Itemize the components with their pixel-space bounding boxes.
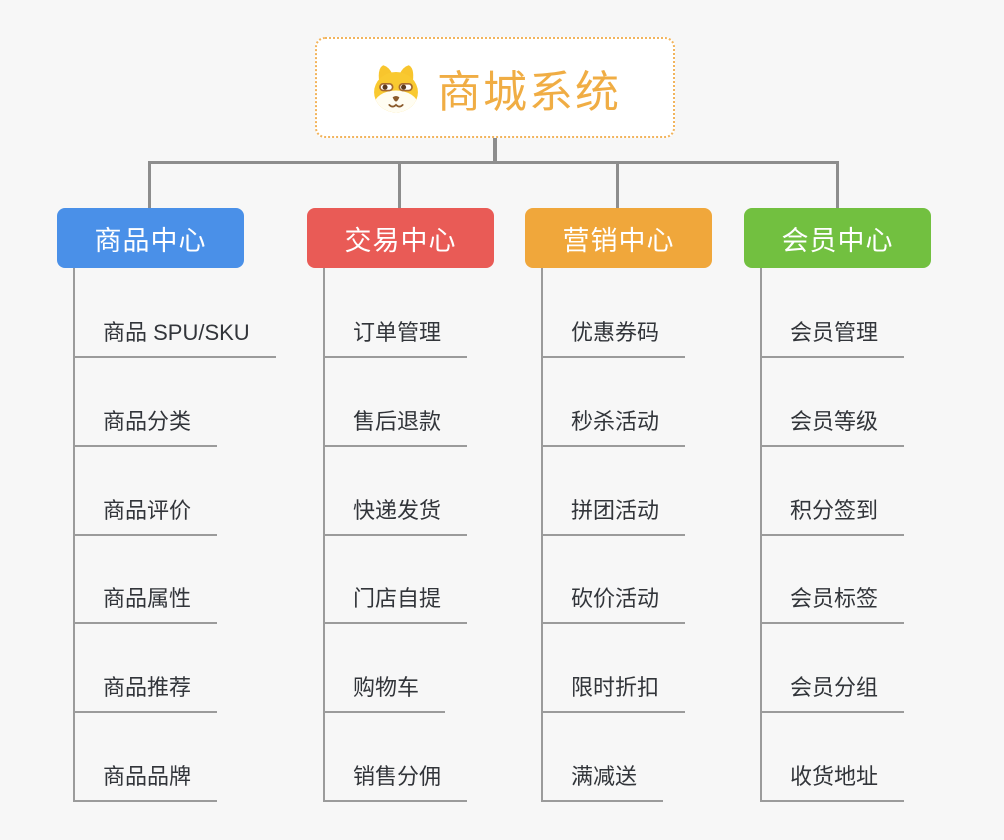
leaf-item[interactable]: 会员管理 [760, 319, 905, 358]
leaf-item[interactable]: 会员等级 [760, 408, 905, 447]
leaf-item[interactable]: 限时折扣 [541, 674, 686, 713]
connector-bus [148, 161, 839, 164]
leaf-item[interactable]: 积分签到 [760, 497, 905, 536]
leaf-item[interactable]: 会员标签 [760, 585, 905, 624]
shiba-dog-icon [374, 64, 418, 112]
leaf-item[interactable]: 优惠券码 [541, 319, 686, 358]
branch-node-product-center[interactable]: 商品中心 [57, 208, 244, 268]
leaf-item[interactable]: 商品品牌 [73, 763, 218, 802]
leaf-item[interactable]: 会员分组 [760, 674, 905, 713]
leaf-item[interactable]: 收货地址 [760, 763, 905, 802]
leaf-item[interactable]: 商品评价 [73, 497, 218, 536]
leaf-item[interactable]: 商品分类 [73, 408, 218, 447]
branch-node-trade-center[interactable]: 交易中心 [307, 208, 494, 268]
leaf-item[interactable]: 售后退款 [323, 408, 468, 447]
leaf-item[interactable]: 订单管理 [323, 319, 468, 358]
connector-root-stem [493, 136, 497, 163]
connector-drop [616, 163, 619, 210]
connector-drop [398, 163, 401, 210]
branch-node-marketing-center[interactable]: 营销中心 [525, 208, 712, 268]
branch-label: 交易中心 [344, 225, 457, 256]
leaf-item[interactable]: 拼团活动 [541, 497, 686, 536]
root-node[interactable]: 商城系统 [315, 37, 675, 138]
branch-label: 商品中心 [94, 225, 207, 256]
root-title: 商城系统 [437, 67, 621, 117]
connector-drop [836, 163, 839, 210]
leaf-item[interactable]: 商品 SPU/SKU [73, 319, 276, 358]
leaf-item[interactable]: 商品推荐 [73, 674, 218, 713]
leaf-item[interactable]: 销售分佣 [323, 763, 468, 802]
leaf-item[interactable]: 商品属性 [73, 585, 218, 624]
connector-drop [148, 163, 151, 210]
leaf-item[interactable]: 砍价活动 [541, 585, 686, 624]
leaf-item[interactable]: 门店自提 [323, 585, 468, 624]
leaf-item[interactable]: 满减送 [541, 763, 664, 802]
branch-node-member-center[interactable]: 会员中心 [744, 208, 931, 268]
branch-label: 会员中心 [781, 225, 894, 256]
leaf-item[interactable]: 秒杀活动 [541, 408, 686, 447]
leaf-item[interactable]: 购物车 [323, 674, 446, 713]
branch-label: 营销中心 [562, 225, 675, 256]
leaf-item[interactable]: 快递发货 [323, 497, 468, 536]
